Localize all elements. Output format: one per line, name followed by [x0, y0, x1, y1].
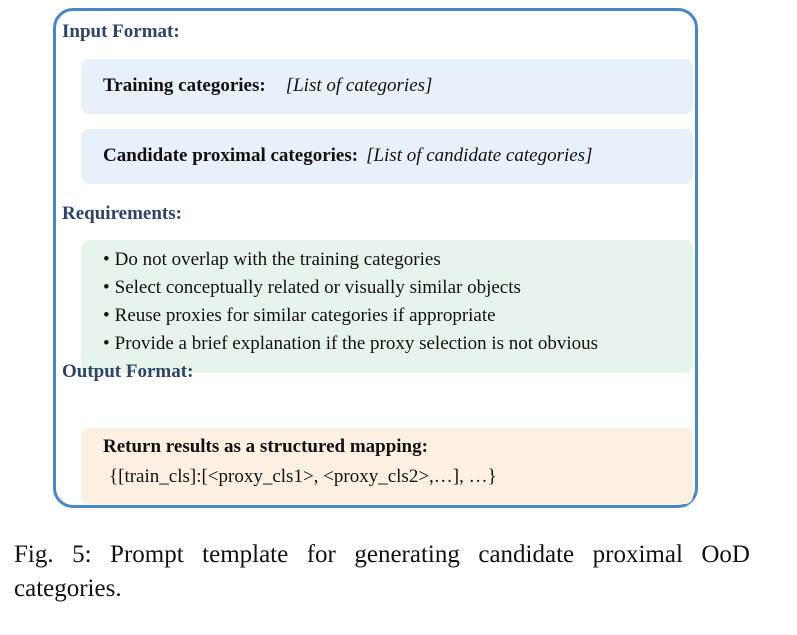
- input-format-heading: Input Format:: [62, 21, 180, 42]
- bullet-icon: •: [103, 333, 110, 354]
- output-format-heading: Output Format:: [62, 361, 194, 382]
- requirement-item: •Do not overlap with the training catego…: [103, 246, 598, 274]
- requirements-list: •Do not overlap with the training catego…: [103, 246, 598, 358]
- requirement-item: •Provide a brief explanation if the prox…: [103, 330, 598, 358]
- candidate-categories-row: Candidate proximal categories: [List of c…: [103, 145, 592, 167]
- requirement-text: Provide a brief explanation if the proxy…: [114, 333, 598, 354]
- training-categories-panel: Training categories: [List of categories]: [81, 59, 693, 114]
- training-categories-value: [List of categories]: [285, 75, 433, 96]
- requirements-panel: •Do not overlap with the training catego…: [81, 240, 693, 373]
- output-title: Return results as a structured mapping:: [103, 436, 428, 457]
- requirement-item: •Select conceptually related or visually…: [103, 274, 598, 302]
- bullet-icon: •: [103, 305, 110, 326]
- bullet-icon: •: [103, 249, 110, 270]
- output-format-example: {[train_cls]:[<proxy_cls1>, <proxy_cls2>…: [109, 466, 497, 487]
- requirements-heading: Requirements:: [62, 203, 182, 224]
- training-categories-row: Training categories: [List of categories]: [103, 75, 432, 97]
- requirement-text: Select conceptually related or visually …: [114, 277, 521, 298]
- output-format-panel: Return results as a structured mapping: …: [81, 428, 693, 504]
- candidate-categories-label: Candidate proximal categories:: [103, 145, 359, 166]
- prompt-template-figure: Input Format: Training categories: [List …: [53, 8, 698, 508]
- training-categories-label: Training categories:: [103, 75, 266, 96]
- candidate-categories-value: [List of candidate categories]: [366, 145, 593, 166]
- figure-caption: Fig. 5: Prompt template for generating c…: [14, 541, 750, 602]
- requirement-text: Do not overlap with the training categor…: [114, 249, 441, 270]
- candidate-categories-panel: Candidate proximal categories: [List of c…: [81, 129, 693, 184]
- requirement-item: •Reuse proxies for similar categories if…: [103, 302, 598, 330]
- bullet-icon: •: [103, 277, 110, 298]
- requirement-text: Reuse proxies for similar categories if …: [114, 305, 496, 326]
